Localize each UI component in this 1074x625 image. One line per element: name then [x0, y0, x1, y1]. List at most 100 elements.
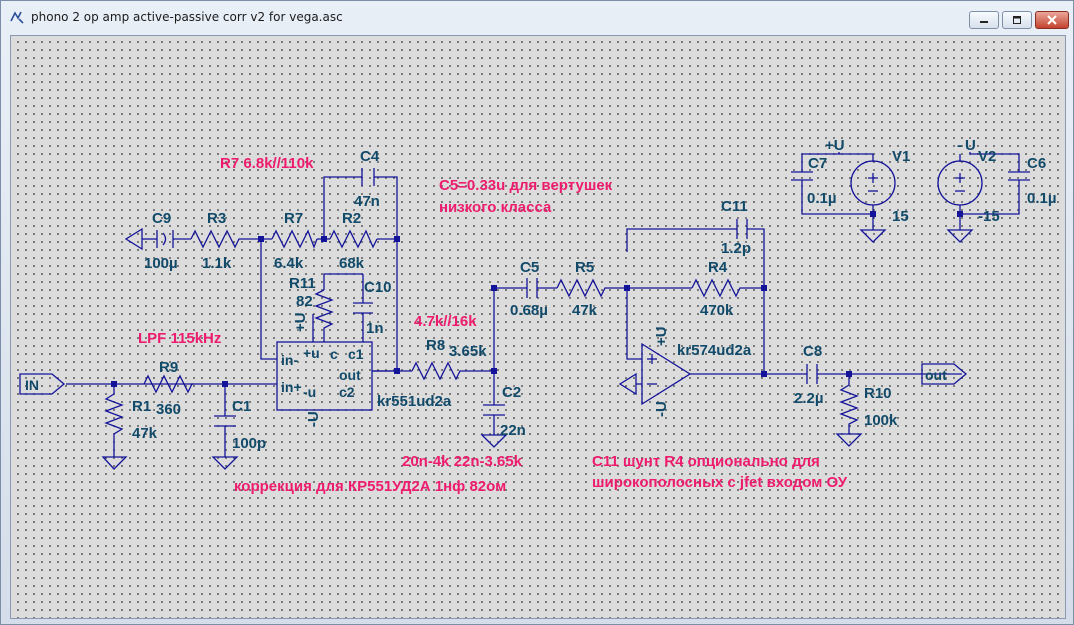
r9-value: 360 — [156, 401, 181, 418]
c8-capacitor[interactable]: C8 2.2µ — [794, 343, 824, 407]
note-correction: коррекция для КР551УД2А 1нф 82ом — [234, 478, 506, 495]
c11-capacitor[interactable]: C11 1.2p — [721, 198, 751, 257]
r3-resistor[interactable]: R3 1.1k — [190, 210, 242, 272]
window-title: phono 2 op amp active-passive corr v2 fo… — [31, 10, 343, 24]
schematic-canvas[interactable]: R7 6.8k//110k C5=0.33u для вертушек низк… — [10, 35, 1066, 619]
note-c11: C11 шунт R4 опционально для — [592, 453, 820, 470]
r7-resistor[interactable]: R7 6.4k — [271, 210, 318, 272]
c4-label: C4 — [360, 148, 380, 165]
v2-u-net: U — [965, 137, 976, 154]
u2-vplus-flag: +U — [653, 326, 670, 346]
c2-capacitor[interactable]: C2 22n — [480, 384, 526, 448]
u1-pin-c1: c1 — [348, 346, 364, 362]
note-c11-line2: широкополосных с jfet входом ОУ — [592, 474, 848, 491]
c11-label: C11 — [721, 198, 748, 215]
c11-value: 1.2p — [721, 240, 751, 257]
c6-value: 0.1µ — [1027, 190, 1057, 207]
title-bar[interactable]: phono 2 op amp active-passive corr v2 fo… — [1, 1, 1073, 35]
r5-value: 47k — [572, 302, 598, 319]
r9-resistor[interactable]: R9 360 — [143, 359, 194, 418]
r4-resistor[interactable]: R4 470k — [691, 259, 744, 319]
r10-value: 100k — [864, 412, 898, 429]
c6-capacitor[interactable]: C6 0.1µ — [1008, 155, 1057, 207]
r3-label: R3 — [207, 210, 226, 227]
note-c5: C5=0.33u для вертушек — [439, 177, 613, 194]
u1-pin-out: out — [339, 367, 361, 383]
c2-label: C2 — [502, 384, 521, 401]
c7-label: C7 — [808, 155, 827, 172]
u1-pin-vminus: -u — [303, 384, 316, 400]
r7-value: 6.4k — [274, 255, 304, 272]
r9-label: R9 — [159, 359, 178, 376]
u2-opamp-kr574ud2a[interactable]: kr574ud2a +U -U — [618, 326, 752, 417]
u1-part-name: kr551ud2a — [377, 393, 452, 410]
r8-resistor[interactable]: R8 3.65k — [411, 337, 487, 381]
c10-label: C10 — [364, 279, 392, 296]
c7-value: 0.1µ — [807, 190, 837, 207]
r10-resistor[interactable]: R10 100k — [835, 384, 898, 447]
note-r7: R7 6.8k//110k — [220, 155, 314, 172]
r8-value: 3.65k — [449, 343, 487, 360]
r1-label: R1 — [132, 398, 151, 415]
svg-text:IN: IN — [25, 377, 39, 393]
junctions — [111, 211, 963, 387]
note-c5-line2: низкого класса — [439, 199, 552, 216]
c1-capacitor[interactable]: C1 100p — [211, 398, 266, 470]
r1-value: 47k — [132, 425, 158, 442]
r3-value: 1.1k — [202, 255, 232, 272]
note-r8: 4.7k//16k — [414, 313, 477, 330]
v1-value: 15 — [892, 208, 909, 225]
note-c2: 20n-4k 22n-3.65k — [402, 453, 523, 470]
u1-vplus-flag: +U — [292, 312, 309, 332]
c9-capacitor[interactable]: C9 100µ — [124, 210, 178, 272]
r11-resistor[interactable]: R11 82 — [289, 275, 334, 333]
v1-vplus-net: +U — [825, 137, 845, 154]
close-icon — [1047, 15, 1057, 25]
r1-resistor[interactable]: R1 47k — [101, 393, 158, 470]
r11-value: 82 — [296, 293, 313, 310]
u1-opamp-kr551ud2a[interactable]: in- in+ +u -u c c1 out c2 kr551ud2a +U -… — [276, 312, 452, 427]
c5-value: 0.68µ — [510, 302, 548, 319]
r7-label: R7 — [284, 210, 303, 227]
c7-capacitor[interactable]: C7 0.1µ — [791, 155, 837, 207]
r11-label: R11 — [289, 275, 316, 292]
minimize-button[interactable] — [969, 11, 999, 29]
u1-pin-c2: c2 — [339, 384, 355, 400]
c10-capacitor[interactable]: C10 1n — [353, 279, 392, 337]
restore-icon — [1013, 16, 1021, 24]
c2-value: 22n — [500, 422, 526, 439]
v1-label: V1 — [892, 148, 910, 165]
r2-value: 68k — [339, 255, 365, 272]
output-port[interactable]: out — [921, 363, 968, 385]
c9-label: C9 — [152, 210, 171, 227]
v2-voltage-source[interactable]: - U V2 -15 — [937, 137, 1000, 243]
input-port[interactable]: IN — [19, 373, 66, 395]
c9-value: 100µ — [144, 255, 178, 272]
svg-text:out: out — [925, 367, 947, 383]
note-lpf: LPF 115kHz — [138, 330, 221, 347]
restore-button[interactable] — [1002, 11, 1032, 29]
u1-vminus-flag: -U — [305, 411, 322, 427]
c6-label: C6 — [1027, 155, 1046, 172]
r8-label: R8 — [426, 337, 445, 354]
c1-label: C1 — [232, 398, 251, 415]
u1-pin-vplus: +u — [303, 345, 320, 361]
close-button[interactable] — [1035, 11, 1069, 29]
c4-value: 47n — [354, 193, 380, 210]
r4-value: 470k — [700, 302, 734, 319]
r5-resistor[interactable]: R5 47k — [556, 259, 608, 319]
r2-resistor[interactable]: R2 68k — [329, 210, 378, 272]
r10-label: R10 — [864, 385, 892, 402]
wires — [66, 152, 1020, 457]
c4-capacitor[interactable]: C4 47n — [354, 148, 380, 210]
r5-label: R5 — [575, 259, 594, 276]
c5-capacitor[interactable]: C5 0.68µ — [510, 259, 548, 319]
minimize-icon — [980, 21, 988, 23]
r2-label: R2 — [342, 210, 361, 227]
c8-label: C8 — [803, 343, 822, 360]
c1-value: 100p — [232, 435, 266, 452]
v2-minus-sign: - — [957, 137, 962, 154]
ltspice-app-icon — [10, 11, 24, 24]
v1-voltage-source[interactable]: +U V1 15 — [825, 137, 910, 243]
u1-pin-c: c — [330, 346, 338, 362]
